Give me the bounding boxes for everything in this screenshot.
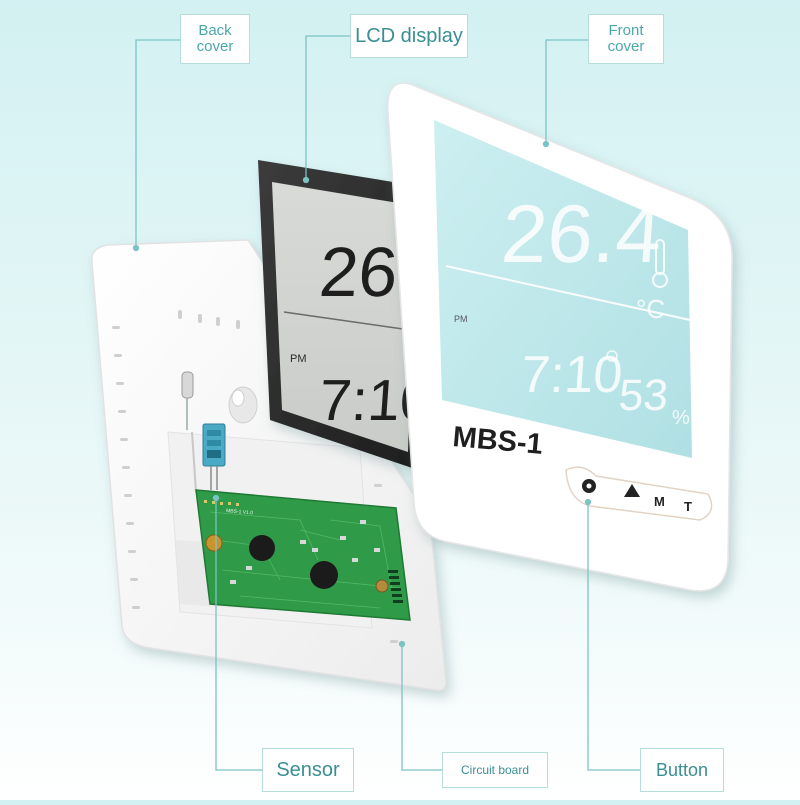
circuit-board-label: Circuit board [442,752,548,788]
lcd-glass [272,182,416,452]
model-label: MBS-1 [451,421,544,461]
leader-button [587,504,640,771]
front-ampm: PM [454,314,468,324]
front-cover-label-line1: Front [608,22,644,40]
front-humidity-unit: % [672,407,690,429]
leader-circuit-board [401,646,442,771]
svg-text:M: M [654,494,665,509]
lcd-ampm: PM [290,353,307,365]
svg-text:MBS-1 V1.0: MBS-1 V1.0 [226,508,254,516]
back-cover-vents [112,310,398,643]
front-time: 7:10 [519,346,624,404]
mode-button[interactable]: M [654,494,665,509]
sensor-label: Sensor [262,748,354,792]
thermometer-icon [652,239,668,288]
pcb-chip-1 [249,535,275,561]
time-button[interactable]: T [684,499,692,514]
leader-back-cover [135,39,180,246]
front-temp-unit: °C [636,294,665,324]
buzzer [181,371,194,399]
back-cover-label-line1: Back [198,22,232,40]
svg-text:T: T [684,499,692,514]
pcb [195,489,411,621]
front-cover: 26.4 °C PM 7:10 53 % MBS-1 [387,82,733,592]
sensor [191,423,226,493]
gear-button[interactable] [582,479,596,493]
comfort-icon [606,350,618,362]
lcd-display-label: LCD display [350,14,468,58]
button-row: M T [565,466,713,521]
circuit-board: MBS-1 V1.0 [195,489,411,621]
front-temperature: 26.4 [499,189,665,280]
front-screen [434,120,692,458]
leader-sensor [215,500,262,771]
pcb-component [205,534,223,552]
pcb-chip-2 [310,561,338,589]
front-humidity: 53 [617,371,669,420]
up-button[interactable] [624,484,640,497]
leader-lcd-display [305,35,350,178]
button-label: Button [640,748,724,792]
front-cover-label-line2: cover [607,38,645,55]
leader-lines [132,35,640,771]
back-cover-label-line2: cover [196,38,234,55]
lcd-display: 26. PM 7:10 [258,160,435,470]
triangle-up-icon [624,484,640,497]
leader-front-cover [545,39,588,142]
